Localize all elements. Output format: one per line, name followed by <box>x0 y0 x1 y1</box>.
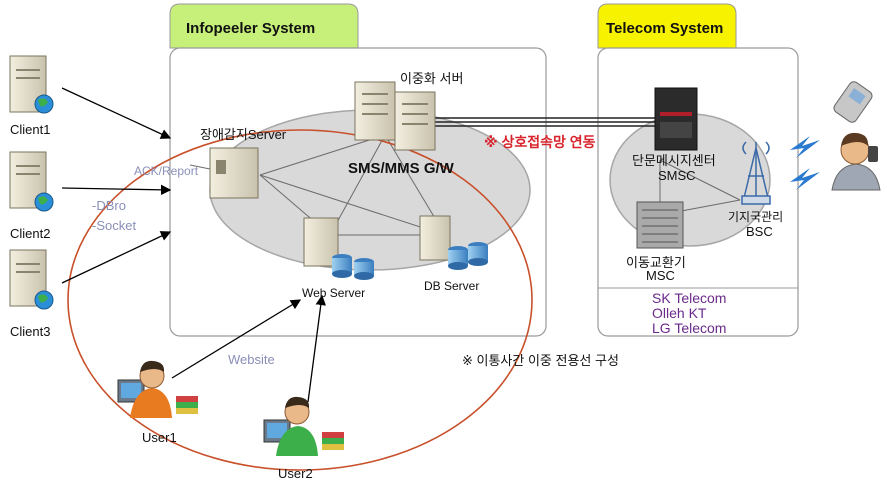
interconnect-link <box>435 117 660 127</box>
web-server-icon <box>303 217 374 280</box>
db-server-label: DB Server <box>424 279 480 293</box>
service-scope-outline <box>67 129 533 471</box>
msc-korean-label: 이동교환기 <box>626 255 686 270</box>
interconnect-annotation: ※ 상호접속망 연동 <box>484 134 596 150</box>
dedicated-line-annotation: ※ 이통사간 이중 전용선 구성 <box>462 353 619 368</box>
mobile-user-icon <box>831 132 881 191</box>
gateway-label: SMS/MMS G/W <box>348 160 454 177</box>
ack-report-annotation: ACK/Report <box>134 164 199 178</box>
web-server-label: Web Server <box>302 286 366 300</box>
carrier-olleh-kt: Olleh KT <box>652 305 707 321</box>
infopeeler-system-title: Infopeeler System <box>186 20 316 37</box>
msc-label: MSC <box>646 268 675 283</box>
bsc-label: BSC <box>746 224 773 239</box>
client-3-icon <box>9 249 54 310</box>
dbro-annotation: -DBro <box>92 198 126 213</box>
db-server-icon <box>419 215 488 270</box>
user-2-icon <box>263 396 344 456</box>
telecom-system-title: Telecom System <box>606 20 724 37</box>
client-2-label: Client2 <box>10 226 51 241</box>
user-1-icon <box>117 360 198 418</box>
smsc-rack-icon <box>654 87 698 151</box>
wireless-signal-icon <box>790 136 820 190</box>
client-2-icon <box>9 151 54 212</box>
user-1-label: User1 <box>142 430 177 445</box>
redundant-server-icon <box>354 81 436 151</box>
carrier-sk-telecom: SK Telecom <box>652 290 727 306</box>
msc-switch-icon <box>636 201 684 249</box>
client-1-icon <box>9 55 54 114</box>
bsc-tower-icon <box>741 141 771 205</box>
carrier-lg-telecom: LG Telecom <box>652 320 727 336</box>
socket-annotation: -Socket <box>92 218 137 233</box>
client-3-label: Client3 <box>10 324 51 339</box>
redundant-server-label: 이중화 서버 <box>400 71 464 86</box>
client-1-label: Client1 <box>10 122 51 137</box>
client-arrows <box>61 87 326 403</box>
user-2-label: User2 <box>278 466 313 481</box>
website-annotation: Website <box>228 352 275 367</box>
mobile-phone-icon <box>833 81 873 123</box>
monitor-server-icon <box>209 147 259 199</box>
smsc-korean-label: 단문메시지센터 <box>632 153 716 168</box>
bsc-korean-label: 기지국관리 <box>728 210 784 224</box>
smsc-label: SMSC <box>658 168 696 183</box>
monitor-server-label: 장애감지Server <box>200 127 287 142</box>
